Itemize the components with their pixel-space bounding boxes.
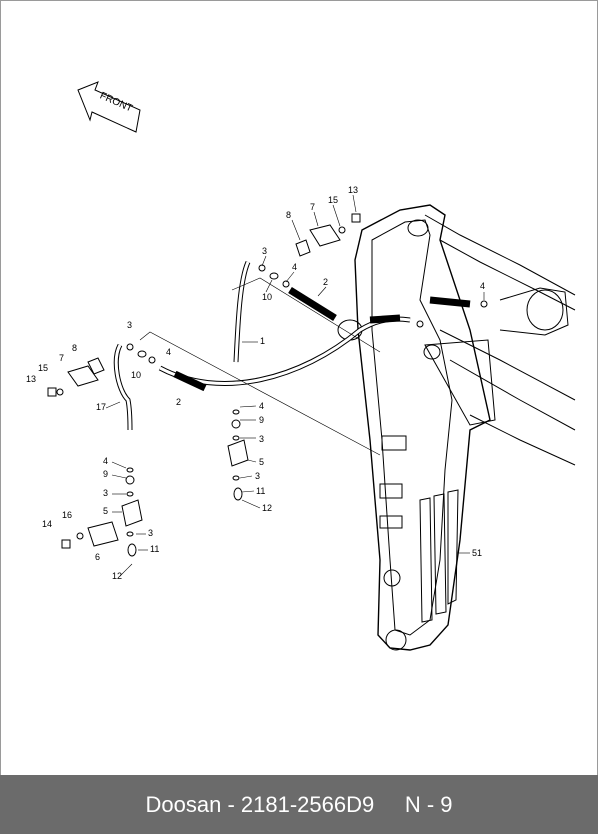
callout-12b: 12 bbox=[112, 571, 122, 581]
hose-2-short bbox=[288, 287, 471, 321]
parts-diagram: FRONT 13 15 7 8 3 4 2 10 1 3 4 10 2 8 7 … bbox=[26, 81, 576, 651]
boom-arm bbox=[337, 204, 576, 651]
callout-labels: 13 15 7 8 3 4 2 10 1 3 4 10 2 8 7 15 13 … bbox=[26, 185, 485, 581]
callout-13: 13 bbox=[348, 185, 358, 195]
footer-part-number: 2181-2566D9 bbox=[240, 791, 375, 817]
callout-4e: 4 bbox=[480, 281, 485, 291]
callout-3f: 3 bbox=[148, 528, 153, 538]
callout-11: 11 bbox=[256, 486, 265, 496]
pipe-1 bbox=[233, 260, 251, 363]
callout-3e: 3 bbox=[103, 488, 108, 498]
callout-7: 7 bbox=[310, 202, 315, 212]
callout-3d: 3 bbox=[255, 471, 260, 481]
callout-17: 17 bbox=[96, 402, 106, 412]
callout-5: 5 bbox=[259, 457, 264, 467]
callout-4: 4 bbox=[292, 262, 297, 272]
callout-7b: 7 bbox=[59, 353, 64, 363]
callout-51: 51 bbox=[472, 548, 482, 558]
clamp-left bbox=[67, 357, 105, 387]
callout-14: 14 bbox=[42, 519, 52, 529]
callout-3c: 3 bbox=[259, 434, 264, 444]
callout-10b: 10 bbox=[131, 370, 141, 380]
fittings bbox=[47, 213, 488, 557]
callout-8: 8 bbox=[286, 210, 291, 220]
callout-16: 16 bbox=[62, 510, 72, 520]
callout-5b: 5 bbox=[103, 506, 108, 516]
pipe-17 bbox=[113, 343, 133, 431]
callout-9: 9 bbox=[259, 415, 264, 425]
callout-3: 3 bbox=[262, 246, 267, 256]
callout-8b: 8 bbox=[72, 343, 77, 353]
footer-separator: - bbox=[227, 791, 235, 817]
callout-2b: 2 bbox=[176, 397, 181, 407]
callout-6: 6 bbox=[95, 552, 100, 562]
front-arrow-icon bbox=[77, 81, 141, 133]
callout-11b: 11 bbox=[150, 544, 159, 554]
clamp-upper bbox=[295, 224, 341, 257]
hose-2-long bbox=[158, 314, 411, 392]
plate-6 bbox=[87, 521, 119, 547]
callout-10: 10 bbox=[262, 292, 272, 302]
callout-4c: 4 bbox=[259, 401, 264, 411]
callout-15: 15 bbox=[328, 195, 338, 205]
block-5-left bbox=[121, 499, 143, 527]
callout-13b: 13 bbox=[26, 374, 36, 384]
callout-12: 12 bbox=[262, 503, 272, 513]
block-5-right bbox=[227, 439, 249, 467]
footer-page-code: N - 9 bbox=[404, 791, 453, 817]
callout-leaders bbox=[105, 194, 485, 577]
callout-3b: 3 bbox=[127, 320, 132, 330]
callout-9b: 9 bbox=[103, 469, 108, 479]
callout-15b: 15 bbox=[38, 363, 48, 373]
footer-bar: Doosan - 2181-2566D9 N - 9 bbox=[0, 775, 598, 834]
leader-lines bbox=[139, 277, 381, 456]
callout-4b: 4 bbox=[166, 347, 171, 357]
callout-2: 2 bbox=[323, 277, 328, 287]
callout-1: 1 bbox=[260, 336, 265, 346]
footer-brand: Doosan bbox=[145, 791, 222, 817]
callout-4d: 4 bbox=[103, 456, 108, 466]
